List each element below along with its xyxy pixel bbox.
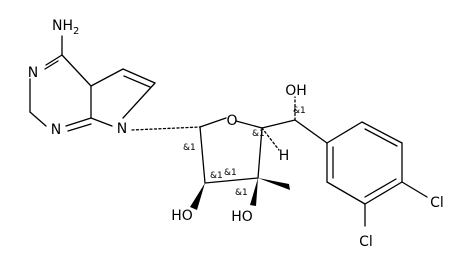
atom-oh-top: OH: [285, 83, 307, 99]
bonds-purine-core: [29, 35, 156, 132]
atom-n7: N: [117, 121, 127, 137]
stereo-c3b: &1: [235, 188, 248, 198]
atom-labels: NH2 N N N O OH H HO HO Cl Cl: [28, 18, 444, 250]
stereo-chiral-carbinol: &1: [293, 106, 306, 116]
atom-cl-meta: Cl: [359, 234, 373, 250]
atom-ho-c2: HO: [171, 208, 193, 224]
atom-h-c4: H: [279, 148, 290, 164]
atom-cl-para: Cl: [430, 195, 444, 211]
bonds-sugar-ring: [131, 96, 328, 210]
amino-n: NH: [52, 18, 73, 34]
stereo-labels: &1 &1 &1 &1 &1 &1: [183, 106, 306, 198]
stereo-c1: &1: [183, 143, 196, 153]
amino-label: NH2: [52, 18, 79, 37]
amino-subscript: 2: [73, 26, 79, 37]
bonds-aryl-ring: [326, 121, 428, 227]
stereo-c2: &1: [210, 171, 223, 181]
atom-n3: N: [28, 65, 38, 81]
atom-n1: N: [51, 122, 61, 138]
atom-ho-c3: HO: [231, 209, 253, 225]
stereo-c4: &1: [252, 129, 265, 139]
atom-o-ring: O: [226, 113, 237, 129]
stereo-c3a: &1: [224, 168, 237, 178]
